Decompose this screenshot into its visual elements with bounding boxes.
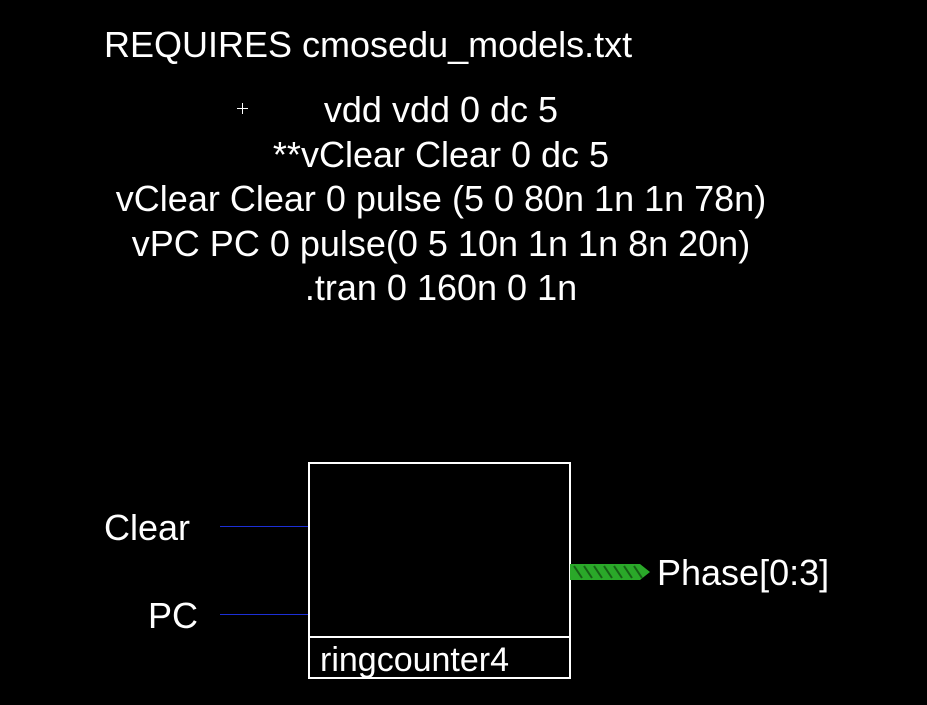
net-label-pc[interactable]: PC <box>148 595 199 636</box>
spice-line-vdd[interactable]: vdd vdd 0 dc 5 <box>323 89 559 130</box>
spice-line-tran[interactable]: .tran 0 160n 0 1n <box>304 267 578 308</box>
output-bus[interactable] <box>570 560 654 584</box>
symbol-name-label: ringcounter4 <box>320 641 510 679</box>
origin-crosshair-icon <box>237 103 248 114</box>
wire-pc[interactable] <box>220 614 308 615</box>
bus-hatch <box>573 565 643 579</box>
spice-line-vclear-dc-comment[interactable]: **vClear Clear 0 dc 5 <box>272 134 610 175</box>
requires-directive[interactable]: REQUIRES cmosedu_models.txt <box>104 24 633 65</box>
spice-line-vpc-pulse[interactable]: vPC PC 0 pulse(0 5 10n 1n 1n 8n 20n) <box>131 223 751 264</box>
symbol-divider <box>310 636 569 638</box>
wire-clear[interactable] <box>220 526 308 527</box>
net-label-phase[interactable]: Phase[0:3] <box>657 552 830 593</box>
net-label-clear[interactable]: Clear <box>104 507 191 548</box>
spice-line-vclear-pulse[interactable]: vClear Clear 0 pulse (5 0 80n 1n 1n 78n) <box>115 178 767 219</box>
